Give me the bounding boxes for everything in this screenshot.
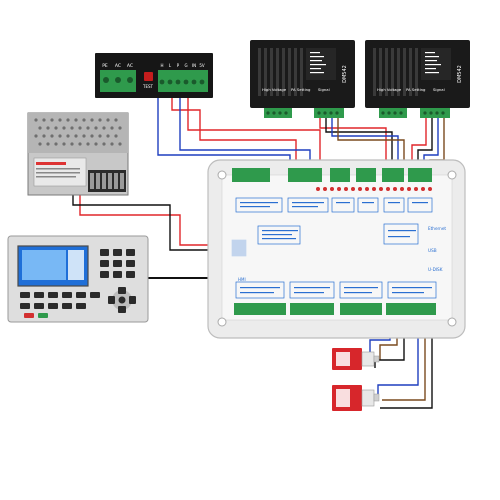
controller-indicator-leds [316,187,432,191]
wire-drv1-brown [337,118,405,175]
driver-right-label-signal: Signal [433,87,445,92]
hmi-panel [7,235,149,323]
pm-sig-label-1: L [169,63,172,68]
power-module: PE AC AC TEST H L P G IN 5V [95,53,213,98]
psu-vent-holes [34,118,122,146]
wire-sensor-black-2 [380,312,433,409]
power-module-ac-terminals: PE AC AC [100,63,136,92]
controller-label-udisk: U-DISK [428,267,443,272]
wire-psu-red [79,195,236,246]
driver-left-model: DM542 [342,65,348,83]
pm-sig-label-4: IN [192,63,196,68]
limit-sensor-bottom [332,385,380,411]
driver-right-label-high-voltage: High Voltage [377,87,402,92]
stepper-driver-right: DM542 High Voltage PA Setting Signal [365,40,470,118]
driver-right-label-pa-setting: PA Setting [406,87,426,92]
controller-label-hmi: HMI [238,277,246,282]
pm-sig-label-3: G [184,63,187,68]
pm-terminal-label-1: AC [115,63,121,69]
controller-label-ethernet: Ethernet [428,226,446,231]
hmi-green-key[interactable] [38,313,48,318]
driver-left-label-pa-setting: PA Setting [291,87,311,92]
controller-label-boxes-bottom [235,281,437,299]
wire-psu-black [72,195,236,251]
test-label: TEST [142,84,154,89]
controller-hmi-port[interactable] [231,239,247,257]
pm-terminal-label-2: AC [127,63,133,69]
driver-right-model: DM542 [457,65,463,83]
controller-label-boxes-top [235,197,433,213]
wire-pm-red-1 [171,92,297,175]
test-button[interactable] [144,72,153,81]
hmi-red-key[interactable] [24,313,34,318]
power-supply [27,112,129,196]
wire-drv1-red [319,118,387,175]
controller-board: HMI Ethernet USB U-DISK [207,159,466,339]
controller-bottom-terminals [234,303,436,315]
power-module-signal-terminals: H L P G IN 5V [158,63,208,92]
pm-sig-label-2: P [177,63,180,68]
pm-sig-label-5: 5V [199,63,205,68]
wire-sensor-blue-2 [377,312,419,395]
wire-drv1-blue [331,118,399,175]
controller-top-terminals [232,168,432,182]
hmi-keypad-numeric[interactable] [100,249,135,278]
wire-sensor-brown-2 [382,312,426,401]
pm-sig-label-0: H [160,63,163,68]
wire-pm-red-2 [187,92,321,175]
hmi-dpad[interactable] [108,287,136,313]
limit-sensor-top [332,348,380,370]
driver-left-label-high-voltage: High Voltage [262,87,287,92]
driver-left-label-signal: Signal [318,87,330,92]
stepper-driver-left: DM542 High Voltage PA Setting Signal [250,40,355,118]
wire-drv1-black [325,118,393,175]
hmi-function-keys[interactable] [20,292,100,309]
pm-terminal-label-0: PE [102,63,108,69]
controller-label-usb: USB [428,248,437,253]
controller-label-text-lines [240,202,428,240]
